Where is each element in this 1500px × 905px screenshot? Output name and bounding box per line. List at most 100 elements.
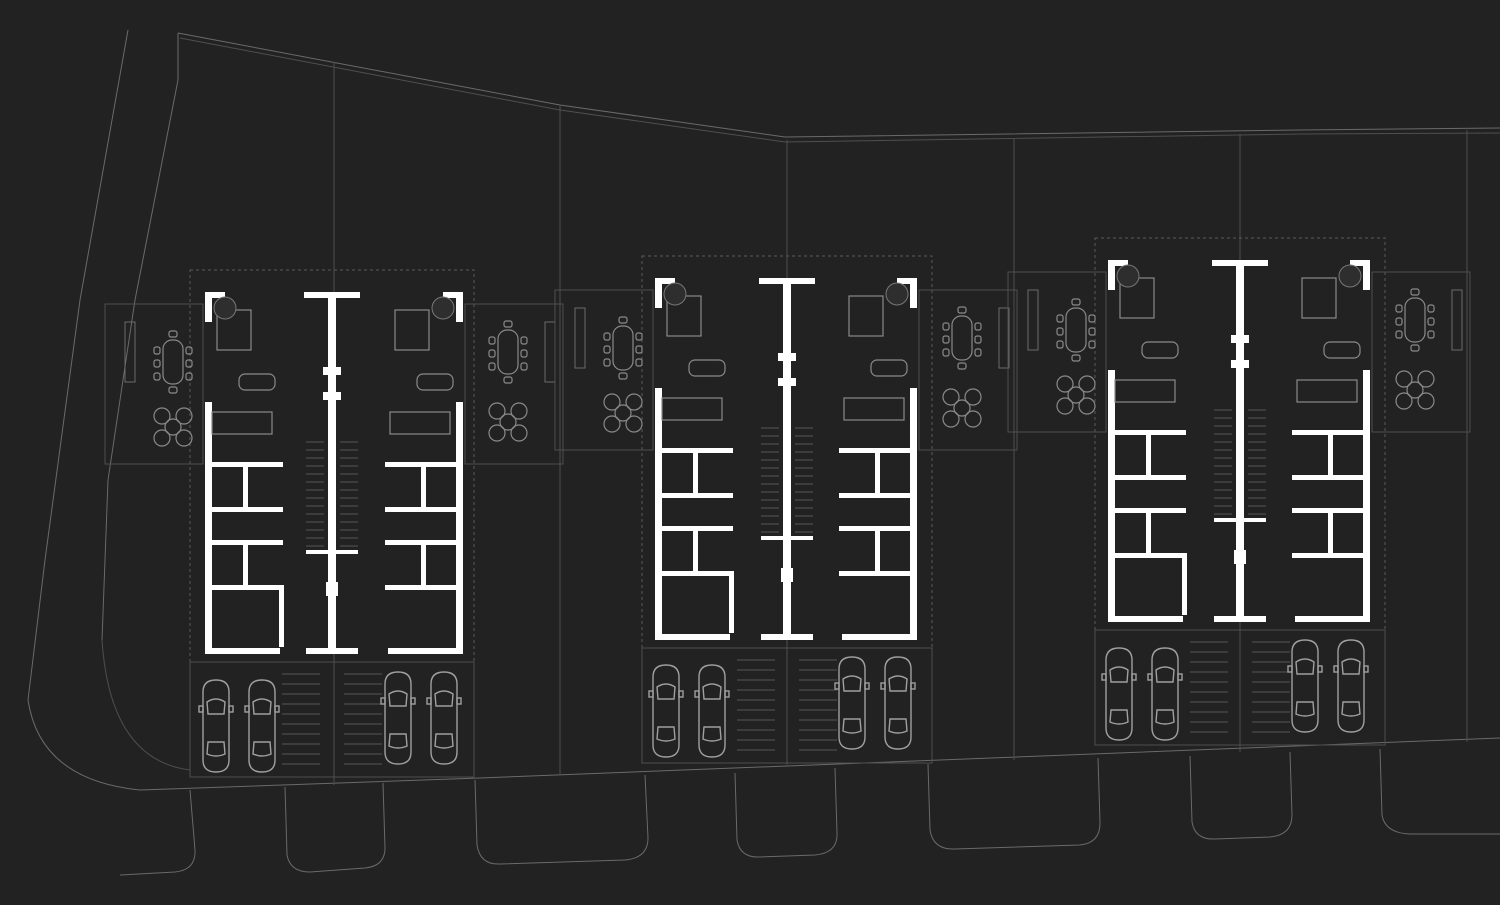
chair	[1056, 327, 1064, 336]
chair	[488, 362, 496, 371]
car	[648, 664, 684, 758]
chair	[503, 320, 513, 328]
party-wall-base	[306, 648, 358, 654]
car-mirror	[1317, 665, 1323, 673]
car	[694, 664, 730, 758]
car-mirror	[228, 705, 234, 713]
planter	[885, 282, 909, 306]
interior-wall	[385, 540, 461, 545]
chair	[1088, 327, 1096, 336]
interior-wall	[1110, 475, 1186, 480]
interior-wall	[693, 453, 698, 493]
wall	[1108, 260, 1128, 266]
interior-wall	[279, 585, 284, 647]
car-body	[652, 664, 680, 758]
chair	[635, 345, 643, 354]
chair	[1395, 330, 1403, 339]
car-mirror	[1177, 673, 1183, 681]
car-windshield	[388, 690, 408, 707]
chair	[1395, 304, 1403, 313]
car	[834, 656, 870, 750]
wall-left	[205, 402, 212, 654]
car-windshield	[252, 698, 272, 715]
chair	[974, 322, 982, 331]
lounge-chair	[153, 429, 171, 447]
terrace-left	[554, 289, 654, 451]
wall-right	[456, 402, 463, 654]
car-mirror	[244, 705, 250, 713]
interior-wall	[839, 448, 915, 453]
interior-wall	[839, 493, 915, 498]
wall-bottom	[1108, 616, 1183, 622]
interior-wall	[1182, 553, 1187, 615]
kitchen-counter	[389, 411, 451, 435]
chair	[957, 362, 967, 370]
column	[323, 367, 341, 375]
lounge-chair	[603, 393, 621, 411]
chair	[1056, 314, 1064, 323]
landing-wall	[1214, 518, 1266, 522]
lounge-chair	[175, 407, 193, 425]
lounge-chair	[942, 410, 960, 428]
interior-wall	[243, 545, 248, 585]
car-windshield	[1341, 658, 1361, 675]
lounge-chair	[1395, 370, 1413, 388]
chair	[488, 349, 496, 358]
car-rear-window	[702, 726, 722, 742]
chair	[1395, 317, 1403, 326]
interior-wall	[657, 571, 733, 576]
chair	[503, 376, 513, 384]
car-rear-window	[1341, 701, 1361, 717]
party-wall	[1236, 260, 1244, 622]
lounge-chair	[942, 388, 960, 406]
side-table	[614, 404, 632, 422]
chair	[168, 386, 178, 394]
chair	[185, 346, 193, 355]
chair	[635, 358, 643, 367]
side-table	[1406, 381, 1424, 399]
party-wall-base	[1214, 616, 1266, 622]
side-table	[953, 399, 971, 417]
wall	[205, 292, 212, 322]
side-storage	[998, 307, 1010, 369]
lounge-chair	[964, 388, 982, 406]
car	[198, 679, 234, 773]
carport	[641, 647, 933, 764]
car-rear-window	[656, 726, 676, 742]
column	[1234, 550, 1246, 564]
car-body	[1151, 647, 1179, 741]
car	[1287, 639, 1323, 733]
car-body	[838, 656, 866, 750]
interior-wall	[207, 462, 283, 467]
car-mirror	[694, 690, 700, 698]
wall-bottom	[388, 648, 463, 654]
wall	[1363, 260, 1370, 290]
chair	[153, 372, 161, 381]
interior-wall	[243, 467, 248, 507]
chair	[1427, 317, 1435, 326]
interior-wall	[1292, 430, 1368, 435]
chair	[957, 306, 967, 314]
column	[1231, 335, 1249, 343]
car	[1101, 647, 1137, 741]
car-rear-window	[1109, 709, 1129, 725]
landing-wall	[761, 536, 813, 540]
wall	[655, 278, 662, 308]
chair	[942, 322, 950, 331]
interior-wall	[875, 531, 880, 571]
kitchen-counter	[661, 397, 723, 421]
chair	[1427, 330, 1435, 339]
car-rear-window	[1295, 701, 1315, 717]
chair	[153, 359, 161, 368]
interior-wall	[1146, 513, 1151, 553]
interior-wall	[657, 493, 733, 498]
wall-left	[655, 388, 662, 640]
car-mirror	[1287, 665, 1293, 673]
side-storage	[124, 321, 136, 383]
planter	[431, 296, 455, 320]
bed	[1301, 277, 1337, 319]
dining-table	[162, 339, 184, 385]
car-rear-window	[252, 741, 272, 757]
car	[380, 671, 416, 765]
